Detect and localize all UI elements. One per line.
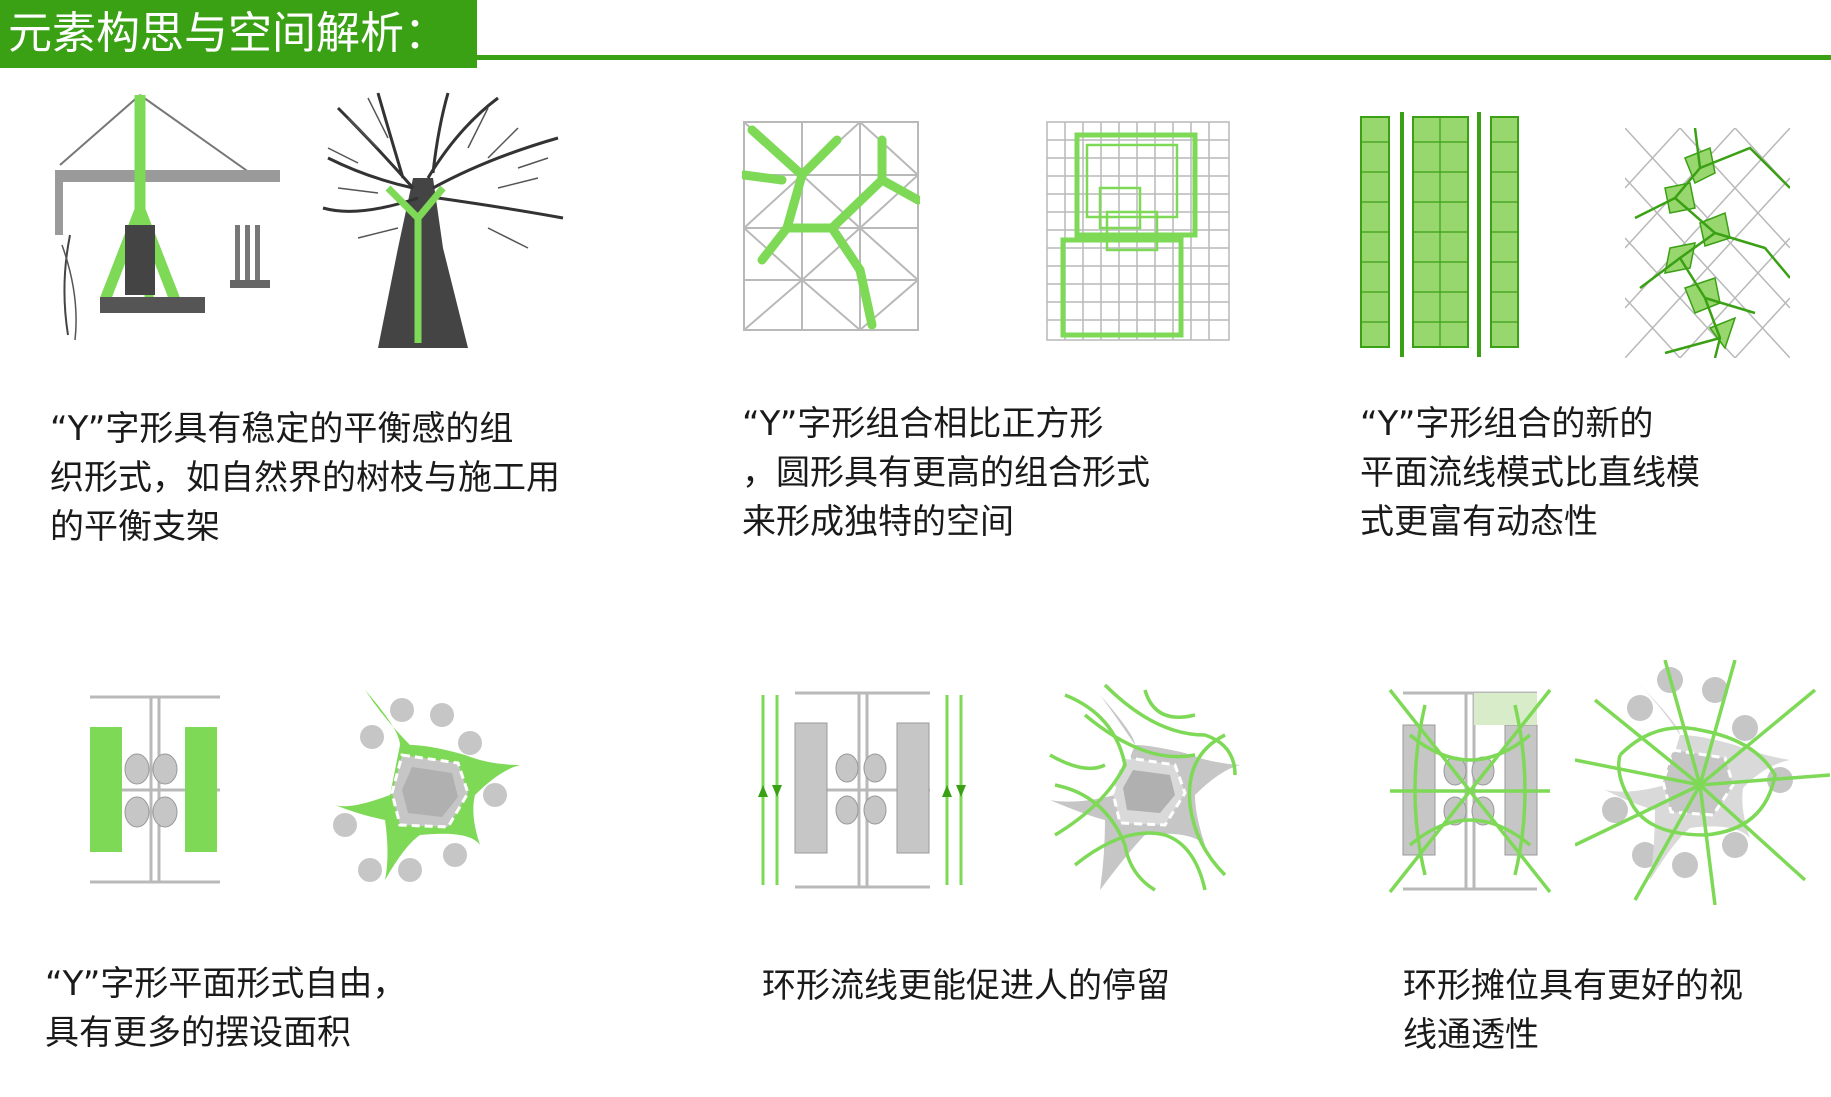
caption-line: “Y”字形具有稳定的平衡感的组 — [50, 409, 514, 449]
caption-line: 的平衡支架 — [50, 507, 220, 547]
caption-line: ，圆形具有更高的组合形式 — [742, 453, 1150, 493]
caption-line: 环形流线更能促进人的停留 — [762, 966, 1170, 1006]
sightline-organic-diagram — [1575, 660, 1830, 905]
caption-line: “Y”字形平面形式自由， — [45, 964, 407, 1004]
square-grid-diagram — [1046, 121, 1230, 341]
caption-y-combination: “Y”字形组合相比正方形 ，圆形具有更高的组合形式 来形成独特的空间 — [742, 400, 1150, 547]
caption-line: 来形成独特的空间 — [742, 502, 1014, 542]
balance-scaffold-illustration — [55, 94, 280, 341]
sightline-plan-diagram — [1388, 688, 1552, 894]
linear-stall-strips-diagram — [1360, 112, 1519, 357]
y-organic-space-diagram — [333, 690, 520, 882]
caption-line: 线通透性 — [1403, 1015, 1539, 1055]
caption-line: 平面流线模式比直线模 — [1360, 453, 1700, 493]
ring-flow-plan-diagram — [758, 691, 966, 889]
title-underline — [477, 55, 1831, 60]
caption-y-flow: “Y”字形组合的新的 平面流线模式比直线模 式更富有动态性 — [1360, 400, 1700, 547]
caption-line: 式更富有动态性 — [1360, 502, 1598, 542]
caption-line: 具有更多的摆设面积 — [45, 1013, 351, 1053]
caption-y-plan: “Y”字形平面形式自由， 具有更多的摆设面积 — [45, 960, 406, 1058]
caption-ring-flow: 环形流线更能促进人的停留 — [762, 962, 1170, 1011]
y-flow-pattern-diagram — [1625, 128, 1790, 358]
caption-ring-sightline: 环形摊位具有更好的视 线通透性 — [1403, 962, 1743, 1060]
y-plan-layout-diagram — [90, 695, 220, 884]
tree-branch-illustration — [322, 92, 564, 348]
triangle-grid-y-diagram — [742, 121, 920, 331]
caption-line: 环形摊位具有更好的视 — [1403, 966, 1743, 1006]
caption-y-balance: “Y”字形具有稳定的平衡感的组 织形式，如自然界的树枝与施工用 的平衡支架 — [50, 405, 560, 552]
caption-line: “Y”字形组合相比正方形 — [742, 404, 1104, 444]
section-title: 元素构思与空间解析： — [0, 0, 477, 68]
ring-flow-organic-diagram — [1049, 683, 1240, 892]
caption-line: “Y”字形组合的新的 — [1360, 404, 1654, 444]
caption-line: 织形式，如自然界的树枝与施工用 — [50, 458, 560, 498]
